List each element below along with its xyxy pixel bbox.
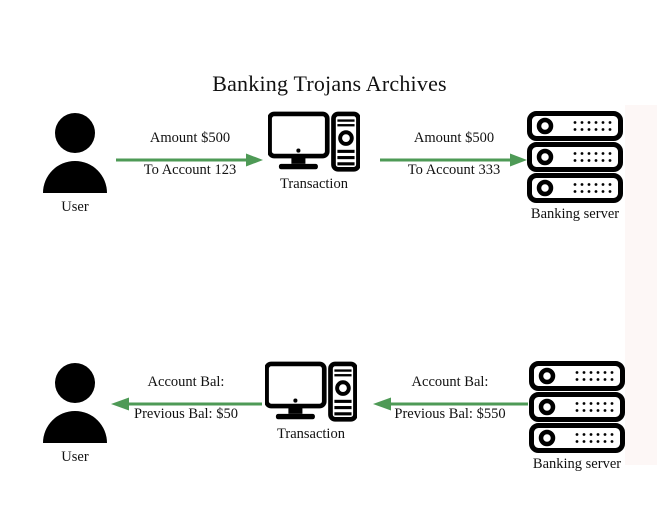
arrow-label-below: To Account 333 [407,162,501,178]
arrow-transaction-to-user: Account Bal: Previous Bal: $50 [110,374,262,433]
node-transaction: Transaction [258,111,370,193]
node-transaction: Transaction [255,361,367,443]
node-user: User [22,111,128,216]
user-icon [43,363,107,443]
arrow-left-icon [373,397,528,411]
arrow-label-below: To Account 123 [143,162,237,178]
arrow-right-icon [380,153,527,167]
server-rack-icon [527,111,623,203]
node-banking-server: Banking server [520,361,634,473]
node-label-banking-server: Banking server [532,456,622,472]
arrow-transaction-to-server: Amount $500 To Account 333 [380,130,528,189]
node-user: User [22,361,128,466]
node-label-banking-server: Banking server [530,206,620,222]
arrow-label-above: Account Bal: [411,374,489,390]
page-title: Banking Trojans Archives [212,70,447,96]
arrow-server-to-transaction: Account Bal: Previous Bal: $550 [372,374,528,433]
right-edge-strip [625,105,657,465]
arrow-user-to-transaction: Amount $500 To Account 123 [116,130,264,189]
arrow-label-above: Amount $500 [149,130,231,146]
arrow-right-icon [116,153,263,167]
desktop-computer-icon [268,111,360,173]
arrow-label-below: Previous Bal: $550 [394,406,506,422]
node-banking-server: Banking server [518,111,632,223]
arrow-label-above: Account Bal: [147,374,225,390]
desktop-computer-icon [265,361,357,423]
node-label-transaction: Transaction [280,176,348,192]
diagram-row-balance-response: User Account Bal: Previous Bal: $50 Tran… [0,355,659,480]
arrow-label-below: Previous Bal: $50 [134,406,238,422]
arrow-label-above: Amount $500 [413,130,495,146]
node-label-transaction: Transaction [277,426,345,442]
arrow-left-icon [111,397,262,411]
node-label-user: User [61,449,89,465]
diagram-row-legitimate-transaction: User Amount $500 To Account 123 Transact… [0,105,659,230]
user-icon [43,113,107,193]
server-rack-icon [529,361,625,453]
node-label-user: User [61,199,89,215]
